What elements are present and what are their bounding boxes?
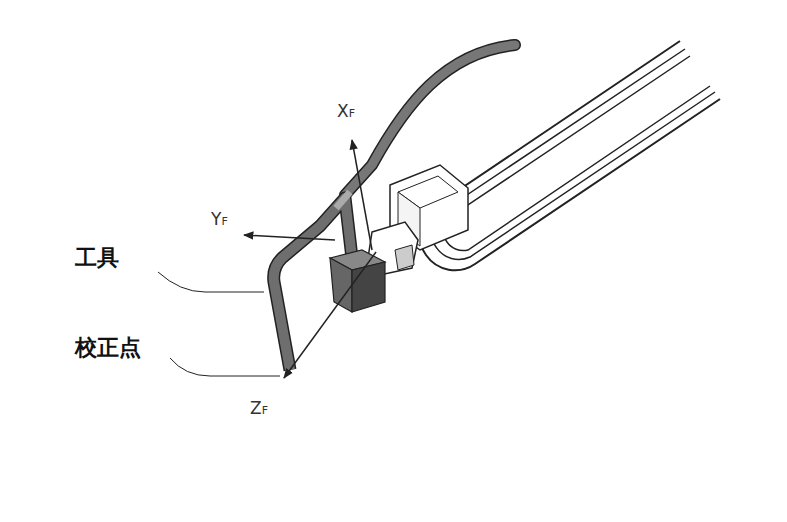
- leader-line: [170, 358, 280, 376]
- z-axis: [284, 252, 376, 378]
- axis-label: ZF: [250, 400, 268, 417]
- leader-line: [158, 272, 264, 292]
- mount-side: [330, 258, 352, 312]
- tool-outline: [274, 198, 352, 370]
- tool: [274, 198, 352, 370]
- axis-label: XF: [337, 103, 355, 120]
- arm-groove: [443, 56, 710, 251]
- x-axis: [352, 140, 372, 250]
- robot-arm: [420, 41, 720, 270]
- arm-edge: [432, 49, 715, 259]
- y-axis: [244, 235, 335, 240]
- cable-outline: [345, 45, 515, 195]
- part-name: 工具: [75, 243, 119, 273]
- flange-face: [395, 245, 414, 270]
- part-name: 校正点: [75, 333, 141, 363]
- cable: [345, 45, 515, 195]
- axis-label: YF: [211, 211, 228, 228]
- mount-front: [352, 262, 385, 312]
- tool-joint: [336, 192, 350, 208]
